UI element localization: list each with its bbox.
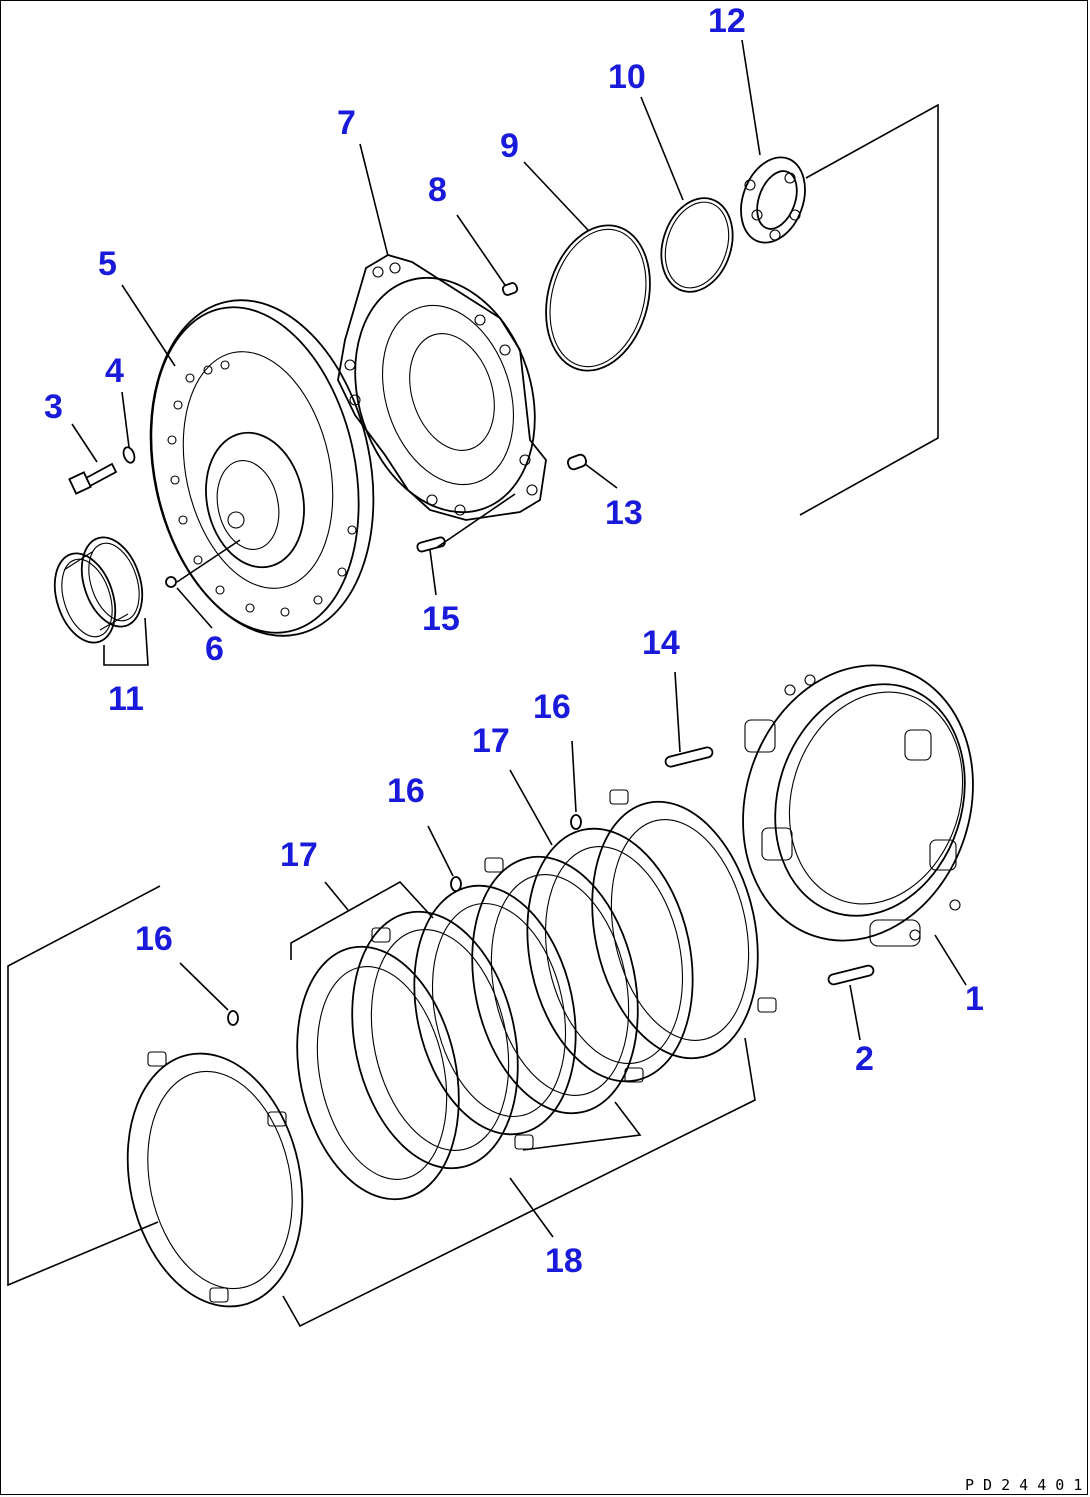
- callout-13: 13: [605, 494, 643, 532]
- part-5-carrier[interactable]: [121, 279, 403, 656]
- disc-rear[interactable]: [505, 813, 715, 1097]
- callout-labels: 1 2 3 4 5 6 7 8 9 10 11 12 13 14 15 16 1…: [44, 2, 984, 1280]
- plate-front[interactable]: [330, 896, 541, 1184]
- callout-8: 8: [428, 171, 447, 209]
- part-11-seal-rings[interactable]: [44, 530, 153, 651]
- callout-18: 18: [545, 1242, 583, 1280]
- lower-assembly-outline: [7, 885, 161, 1287]
- callout-2: 2: [855, 1040, 874, 1078]
- callout-7: 7: [337, 104, 356, 142]
- part-12-bearing[interactable]: [730, 148, 816, 251]
- part-14-pin[interactable]: [664, 746, 714, 768]
- callout-12: 12: [708, 2, 746, 40]
- callout-16-c: 16: [135, 920, 173, 958]
- disc-middle[interactable]: [393, 871, 598, 1150]
- part-4-washer[interactable]: [122, 446, 137, 464]
- part-6-pin[interactable]: [165, 576, 177, 588]
- disc-front[interactable]: [275, 932, 481, 1215]
- callout-14: 14: [642, 624, 680, 662]
- callout-15: 15: [422, 600, 460, 638]
- callout-16-b: 16: [387, 772, 425, 810]
- callout-16-a: 16: [533, 688, 571, 726]
- drawing-code: P D 2 4 4 0 1: [965, 1476, 1082, 1494]
- callout-11: 11: [108, 680, 144, 718]
- part-8-pin[interactable]: [501, 282, 519, 296]
- part-16-spring-b[interactable]: [450, 876, 462, 892]
- upper-assembly-outline: [799, 103, 939, 516]
- callout-17-b: 17: [280, 836, 318, 874]
- callout-10: 10: [608, 58, 646, 96]
- callout-3: 3: [44, 388, 63, 426]
- part-10-snap-ring[interactable]: [650, 189, 744, 301]
- callout-9: 9: [500, 127, 519, 165]
- callout-6: 6: [205, 630, 224, 668]
- part-16-spring-c[interactable]: [227, 1010, 239, 1026]
- plate-middle[interactable]: [450, 841, 661, 1129]
- part-1-cylinder[interactable]: [708, 635, 1008, 971]
- callout-17-a: 17: [472, 722, 510, 760]
- plate-rear[interactable]: [570, 786, 781, 1074]
- callout-5: 5: [98, 245, 117, 283]
- part-13-pin[interactable]: [566, 453, 588, 471]
- part-16-spring-a[interactable]: [570, 814, 582, 830]
- part-7-housing[interactable]: [326, 254, 564, 535]
- callout-4: 4: [105, 352, 124, 390]
- part-15-dowel[interactable]: [416, 536, 446, 553]
- end-plate[interactable]: [105, 1037, 325, 1323]
- part-2-pin[interactable]: [827, 964, 875, 986]
- part-9-o-ring[interactable]: [531, 214, 666, 383]
- part-3-bolt[interactable]: [68, 462, 118, 495]
- leader-lines: [71, 39, 967, 1328]
- callout-1: 1: [965, 980, 984, 1018]
